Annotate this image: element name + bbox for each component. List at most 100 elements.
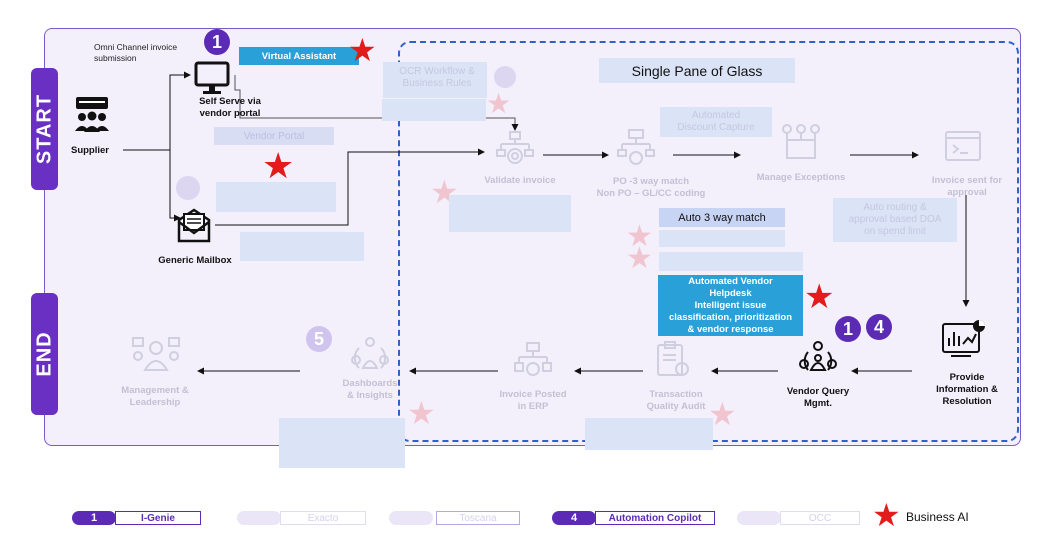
- dashboards-line-1: Dashboards: [342, 378, 398, 389]
- generic-mailbox-label: Generic Mailbox: [158, 255, 232, 266]
- po-match-label: PO -3 way match Non PO – GL/CC coding: [596, 176, 706, 200]
- po-match-line-2: Non PO – GL/CC coding: [596, 188, 706, 199]
- management-label: Management & Leadership: [110, 385, 200, 409]
- business-ai-star-icon: ★: [626, 242, 653, 275]
- auto-routing-line-1: Auto routing &: [863, 202, 927, 213]
- legend-item-toscana: Toscana: [389, 511, 520, 525]
- faded-badge: [494, 66, 516, 88]
- legend-label: OCC: [780, 511, 860, 525]
- business-ai-star-icon: ★: [407, 395, 436, 431]
- automated-discount-label: Automated Discount Capture: [664, 110, 768, 134]
- invoice-posted-line-1: Invoice Posted: [499, 389, 567, 400]
- legend-label: Automation Copilot: [595, 511, 715, 525]
- vendor-helpdesk-box: Automated Vendor Helpdesk Intelligent is…: [658, 275, 803, 336]
- faded-box: [659, 252, 803, 271]
- management-line-2: Leadership: [129, 397, 181, 408]
- invoice-sent-label: Invoice sent for approval: [927, 175, 1007, 199]
- legend-number: 1: [72, 511, 116, 525]
- helpdesk-line-4: classification, prioritization: [669, 311, 792, 323]
- ocr-workflow-label: OCR Workflow & Business Rules: [392, 66, 482, 90]
- invoice-sent-line-2: approval: [947, 187, 987, 198]
- faded-box: [659, 230, 785, 247]
- self-serve-line-1: Self Serve via: [199, 96, 261, 107]
- business-ai-star-icon: ★: [348, 32, 377, 68]
- gears-monitor-icon: [779, 122, 823, 166]
- auto-3way-match-box: Auto 3 way match: [659, 208, 785, 227]
- discount-line-2: Discount Capture: [677, 122, 755, 133]
- invoice-sent-line-1: Invoice sent for: [931, 175, 1003, 186]
- helpdesk-line-2: Helpdesk: [709, 287, 752, 299]
- auto-routing-line-3: on spend limit: [864, 226, 926, 237]
- business-ai-star-icon: ★: [804, 278, 835, 316]
- badge-five: 5: [306, 326, 332, 352]
- business-ai-star-icon: ★: [486, 88, 512, 119]
- end-tab: END: [31, 293, 58, 415]
- faded-box: [240, 232, 364, 261]
- helpdesk-line-5: & vendor response: [687, 323, 774, 335]
- legend-number: [237, 511, 281, 525]
- auto-routing-box: [833, 198, 957, 242]
- faded-badge: [176, 176, 200, 200]
- auto-routing-label: Auto routing & approval based DOA on spe…: [836, 202, 954, 238]
- legend-label: Exacto: [280, 511, 366, 525]
- legend-number: [389, 511, 433, 525]
- management-line-1: Management &: [121, 385, 189, 396]
- manage-exceptions-label: Manage Exceptions: [756, 172, 846, 183]
- legend-number: [737, 511, 781, 525]
- transaction-audit-line-2: Quality Audit: [646, 401, 706, 412]
- faded-box: [216, 182, 336, 212]
- dashboard-analytics-icon: [941, 318, 987, 360]
- legend-label: Toscana: [436, 511, 520, 525]
- provide-information-label: Provide Information & Resolution: [925, 372, 1009, 408]
- provide-info-line-1: Provide: [949, 372, 985, 383]
- flowchart-icon: [616, 128, 656, 168]
- transaction-audit-line-1: Transaction: [649, 389, 703, 400]
- legend-label: I-Genie: [115, 511, 201, 525]
- legend-item-exacto: Exacto: [237, 511, 367, 525]
- mail-envelope-icon: [176, 206, 212, 244]
- single-pane-title: Single Pane of Glass: [599, 58, 795, 83]
- dashboard-people-icon: [349, 336, 391, 376]
- legend-item-occ: OCC: [737, 511, 862, 525]
- business-ai-star-icon: ★: [262, 145, 295, 186]
- workflow-gear-icon: [495, 130, 535, 170]
- erp-flow-icon: [513, 341, 553, 381]
- omni-line-2: submission: [94, 53, 137, 63]
- supplier-label: Supplier: [70, 145, 109, 156]
- transaction-audit-label: Transaction Quality Audit: [626, 389, 726, 413]
- leadership-icon: [131, 334, 181, 374]
- helpdesk-line-3: Intelligent issue: [694, 299, 767, 311]
- provide-info-line-3: Resolution: [942, 396, 992, 407]
- dashboards-label: Dashboards & Insights: [325, 378, 415, 402]
- dashboards-line-2: & Insights: [347, 390, 393, 401]
- invoice-posted-label: Invoice Posted in ERP: [488, 389, 578, 413]
- start-tab: START: [31, 68, 58, 190]
- vendor-query-label: Vendor Query Mgmt.: [778, 386, 858, 410]
- badge-i-genie: 1: [835, 316, 861, 342]
- faded-box: [382, 99, 486, 121]
- legend-business-ai-label: Business AI: [906, 510, 969, 524]
- legend-item-i-genie: 1 I-Genie: [72, 511, 202, 525]
- vendor-portal-box: Vendor Portal: [214, 127, 334, 145]
- ocr-workflow-box: [383, 62, 487, 98]
- ocr-line-2: Business Rules: [402, 78, 472, 89]
- provide-info-line-2: Information &: [936, 384, 998, 395]
- business-ai-star-icon: ★: [626, 220, 653, 253]
- discount-line-1: Automated: [691, 110, 741, 121]
- clipboard-gear-icon: [654, 341, 692, 379]
- supplier-icon: [72, 95, 112, 135]
- faded-box: [585, 418, 713, 450]
- omni-channel-label: Omni Channel invoice submission: [94, 42, 177, 64]
- ocr-line-1: OCR Workflow &: [399, 66, 475, 77]
- helpdesk-line-1: Automated Vendor: [688, 275, 773, 287]
- monitor-icon: [193, 60, 231, 96]
- virtual-assistant-box: Virtual Assistant: [239, 47, 359, 65]
- terminal-window-icon: [944, 130, 982, 164]
- self-serve-line-2: vendor portal: [199, 108, 261, 119]
- vendor-query-line-2: Mgmt.: [804, 398, 832, 409]
- business-ai-star-icon: ★: [872, 497, 901, 533]
- po-match-line-1: PO -3 way match: [612, 176, 690, 187]
- faded-box: [449, 195, 571, 232]
- omni-line-1: Omni Channel invoice: [94, 42, 178, 52]
